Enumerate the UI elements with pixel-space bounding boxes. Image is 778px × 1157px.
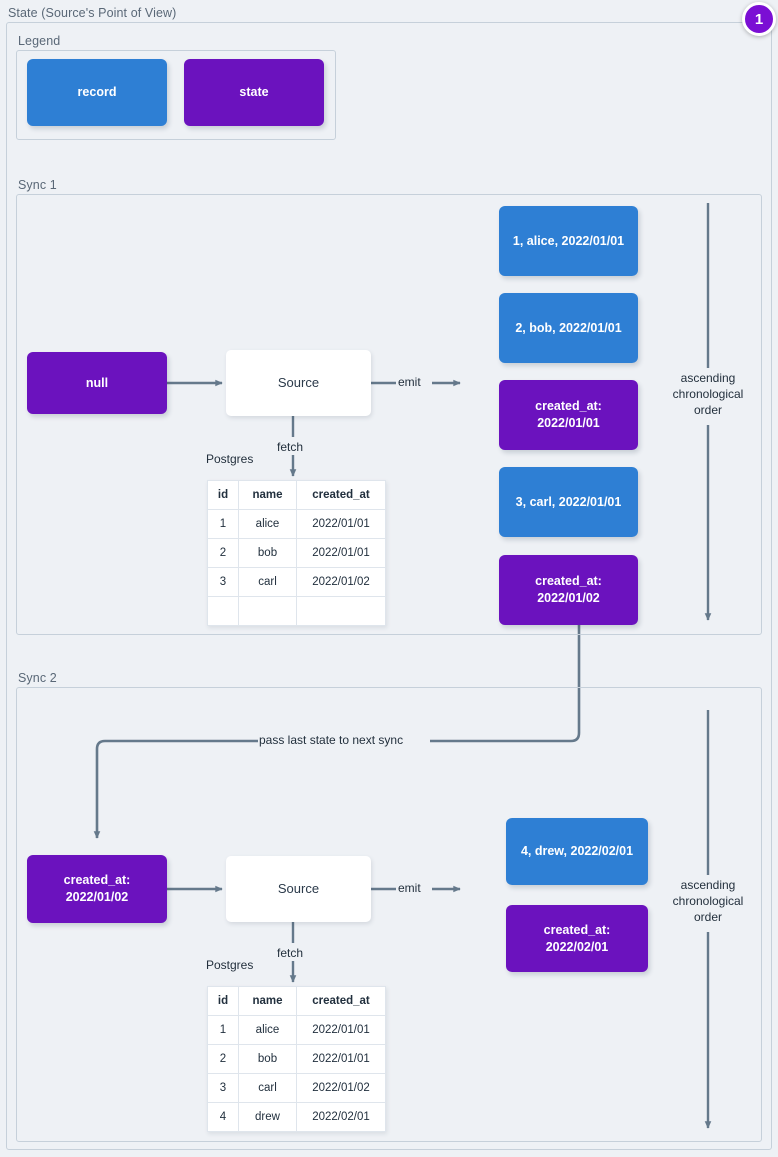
sync1-emitted-state-1: created_at: 2022/01/01 (499, 380, 638, 450)
col-id: id (207, 986, 239, 1016)
sync1-box (16, 194, 762, 635)
cell-created-at: 2022/01/01 (296, 1044, 386, 1074)
cell-name (238, 596, 297, 626)
sync2-order-label: ascending chronological order (672, 878, 744, 924)
table-row: 2 bob 2022/01/01 (207, 1044, 386, 1074)
cell-created-at: 2022/01/02 (296, 567, 386, 597)
sync1-emitted-record-1: 1, alice, 2022/01/01 (499, 206, 638, 276)
sync2-source-node: Source (226, 856, 371, 922)
sync2-emitted-record-1: 4, drew, 2022/02/01 (506, 818, 648, 885)
sync2-input-state: created_at: 2022/01/02 (27, 855, 167, 923)
sync1-source-node: Source (226, 350, 371, 416)
cell-name: alice (238, 1015, 297, 1045)
cell-id: 3 (207, 1073, 239, 1103)
cell-name: drew (238, 1102, 297, 1132)
table-row: 3 carl 2022/01/02 (207, 567, 386, 597)
cell-created-at: 2022/01/01 (296, 1015, 386, 1045)
cell-created-at: 2022/01/02 (296, 1073, 386, 1103)
col-created-at: created_at (296, 986, 386, 1016)
cell-id (207, 596, 239, 626)
cell-name: bob (238, 1044, 297, 1074)
col-name: name (238, 986, 297, 1016)
sync2-fetch-label: fetch (277, 946, 304, 960)
sync1-order-label: ascending chronological order (672, 371, 744, 417)
sync2-db-label: Postgres (206, 958, 254, 972)
sync2-postgres-table: id name created_at 1 alice 2022/01/01 2 … (207, 986, 386, 1132)
cell-name: alice (238, 509, 297, 539)
legend-box (16, 50, 336, 140)
table-row: 2 bob 2022/01/01 (207, 538, 386, 568)
diagram-title: State (Source's Point of View) (8, 6, 177, 20)
sync1-emit-label: emit (398, 375, 421, 389)
col-name: name (238, 480, 297, 510)
cell-created-at: 2022/02/01 (296, 1102, 386, 1132)
sync2-emitted-state-1: created_at: 2022/02/01 (506, 905, 648, 972)
cell-name: carl (238, 567, 297, 597)
sync1-emitted-state-2: created_at: 2022/01/02 (499, 555, 638, 625)
pass-state-label: pass last state to next sync (259, 733, 404, 747)
cell-name: bob (238, 538, 297, 568)
cell-created-at: 2022/01/01 (296, 538, 386, 568)
cell-id: 3 (207, 567, 239, 597)
cell-id: 4 (207, 1102, 239, 1132)
sync1-fetch-label: fetch (277, 440, 304, 454)
table-header-row: id name created_at (207, 986, 386, 1016)
table-row: 1 alice 2022/01/01 (207, 1015, 386, 1045)
sync2-emit-label: emit (398, 881, 421, 895)
col-id: id (207, 480, 239, 510)
sync2-box (16, 687, 762, 1142)
legend-swatch-state: state (184, 59, 324, 126)
sync1-postgres-table: id name created_at 1 alice 2022/01/01 2 … (207, 480, 386, 626)
step-badge[interactable]: 1 (742, 2, 776, 36)
table-row: 4 drew 2022/02/01 (207, 1102, 386, 1132)
table-header-row: id name created_at (207, 480, 386, 510)
cell-id: 1 (207, 1015, 239, 1045)
sync1-db-label: Postgres (206, 452, 254, 466)
cell-id: 2 (207, 1044, 239, 1074)
table-row: 3 carl 2022/01/02 (207, 1073, 386, 1103)
sync1-input-state: null (27, 352, 167, 414)
table-row: 1 alice 2022/01/01 (207, 509, 386, 539)
cell-id: 2 (207, 538, 239, 568)
sync1-label: Sync 1 (18, 178, 57, 192)
cell-name: carl (238, 1073, 297, 1103)
col-created-at: created_at (296, 480, 386, 510)
sync1-emitted-record-3: 3, carl, 2022/01/01 (499, 467, 638, 537)
sync2-label: Sync 2 (18, 671, 57, 685)
diagram-frame (6, 22, 772, 1150)
legend-label: Legend (18, 34, 61, 48)
cell-created-at (296, 596, 386, 626)
legend-swatch-record: record (27, 59, 167, 126)
cell-id: 1 (207, 509, 239, 539)
table-row-empty (207, 596, 386, 626)
sync1-emitted-record-2: 2, bob, 2022/01/01 (499, 293, 638, 363)
cell-created-at: 2022/01/01 (296, 509, 386, 539)
